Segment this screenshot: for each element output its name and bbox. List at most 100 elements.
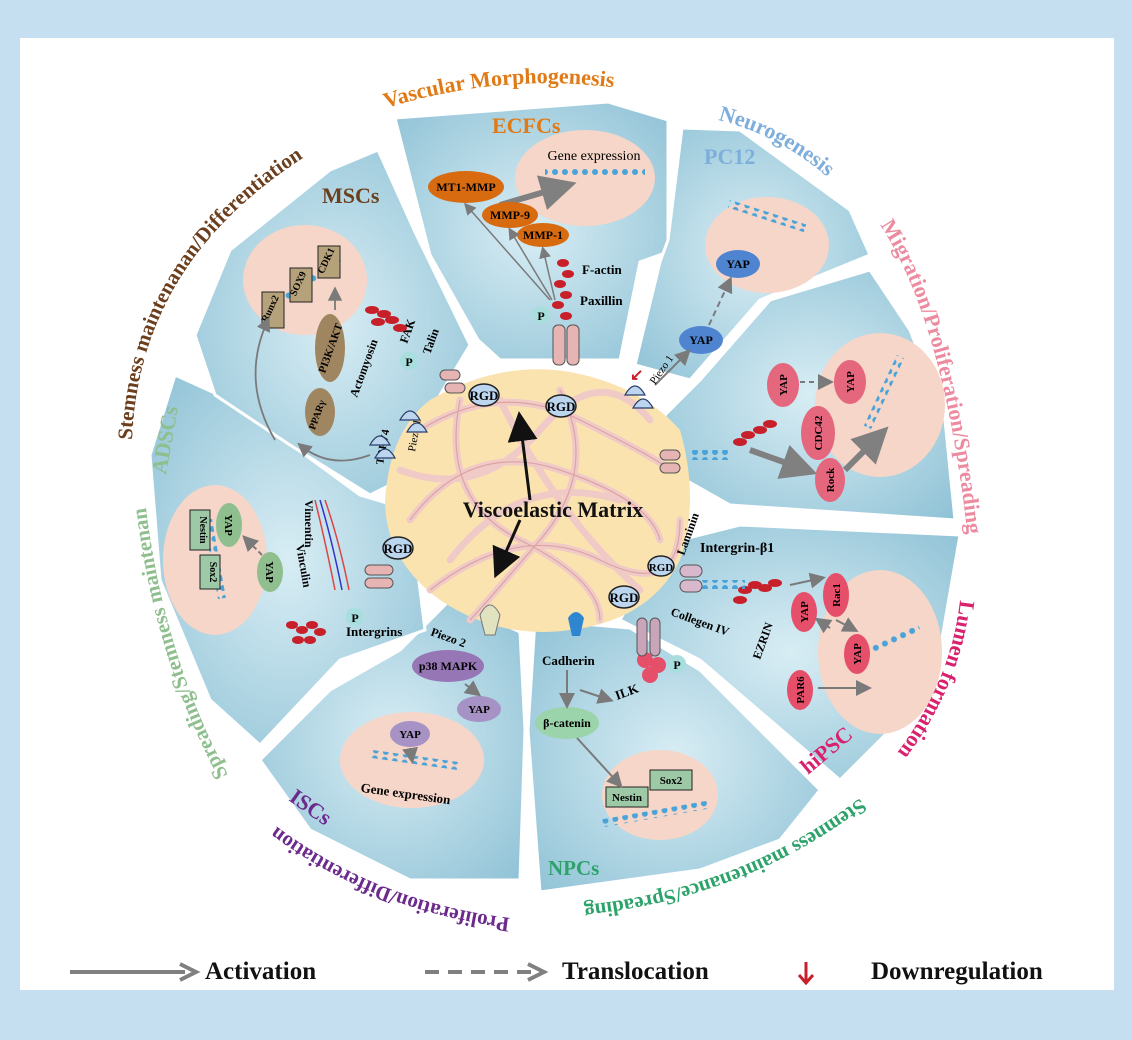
matrix-arrow-up [507,411,538,501]
svg-text:Sox2: Sox2 [207,562,218,583]
downregulation-mark: ↙ [630,367,643,384]
integrin-complex [637,652,666,683]
mmp9-node: MMP-9 [482,202,538,228]
svg-text:MT1-MMP: MT1-MMP [436,180,495,194]
activation-arrow [654,349,691,386]
svg-text:YAP: YAP [689,333,713,347]
p-badge: P [346,608,364,626]
sector-adscs [148,372,427,748]
nestin-box: Nestin [605,786,649,808]
integrin-receptor [659,449,681,461]
actin-filament [690,450,730,460]
vimentin-label: Vimentin [302,500,316,548]
svg-text:P: P [537,309,544,323]
svg-text:YAP: YAP [799,601,811,623]
svg-text:YAP: YAP [468,704,490,716]
integrin-receptor [649,617,661,657]
svg-text:MMP-9: MMP-9 [490,208,530,222]
ecfcs-name: ECFCs [492,113,561,138]
legend-downregulation-label: Downregulation [871,958,1043,985]
viscoelastic-matrix: Viscoelastic Matrix [385,369,690,632]
yap-node: YAP [791,592,817,632]
yap-node: YAP [834,360,866,404]
svg-text:MMP-1: MMP-1 [523,228,563,242]
matrix-title: Viscoelastic Matrix [463,497,644,522]
activation-arrow [499,175,577,211]
svg-text:YAP: YAP [845,371,857,393]
trpv4-channel [368,435,397,459]
svg-text:P: P [351,611,358,625]
adscs-group: ADSCs Nestin Sox2 YAP YAP Vimentin Vincu… [146,404,402,644]
runx2-box: Runx2 [260,291,285,329]
activation-arrow [814,617,833,634]
integrin-receptor [444,382,466,394]
dna-strand [600,800,710,828]
cdc42-node: CDC42 [801,406,835,460]
dna-strand [727,199,807,233]
integrin-receptor [659,462,681,474]
svg-text:P: P [673,658,680,672]
svg-text:p38 MAPK: p38 MAPK [419,659,478,673]
svg-text:Rac1: Rac1 [831,583,843,607]
svg-text:Sox2: Sox2 [660,775,683,787]
hipsc-nucleus [818,570,942,734]
integrin-b1-label: Intergrin-β1 [700,541,774,556]
activation-arrow [835,617,859,632]
piezo1-channel [398,410,429,433]
svg-text:CDC42: CDC42 [813,415,825,450]
yap-node: YAP [457,696,501,722]
activation-arrow [789,572,826,589]
f-actin-label: F-actin [582,262,622,277]
iscs-group: ISCs YAP Gene expression p38 MAPK YAP Pi… [285,604,501,830]
nestin-box: Nestin [189,509,211,551]
pc12-name: PC12 [704,144,755,169]
pparg-node: PPARγ [305,388,335,436]
dna-strand [863,354,905,430]
integrin-receptor [439,369,461,381]
vimentin-filaments [314,499,350,591]
svg-text:RGD: RGD [470,388,499,403]
actin-cluster [733,420,777,446]
dna-strand [545,167,645,175]
pc12-group: PC12 YAP YAP ↙ Piezo 1 [623,144,829,409]
svg-text:Nestin: Nestin [612,792,642,804]
integrin-receptor [364,577,394,589]
actin-cluster [365,306,407,332]
piezo1-channel [623,385,655,409]
p-badge: P [668,655,686,673]
actin-filament [700,580,745,589]
npcs-name: NPCs [548,856,599,880]
svg-text:PAR6: PAR6 [795,676,807,704]
integrins-label: Intergrins [346,624,402,639]
p-badge: P [400,352,418,370]
integrin-receptor [679,579,703,593]
legend-downregulation-arrow [797,962,815,986]
svg-text:β-catenin: β-catenin [543,716,591,730]
rgd-badge: RGD [647,555,675,577]
translocation-arrow [242,535,263,556]
cdk1-box: CDK1 [316,245,341,279]
svg-text:YAP: YAP [222,514,234,536]
legend-translocation-label: Translocation [562,958,709,985]
rgd-badge: RGD [382,536,414,560]
svg-text:YAP: YAP [852,643,864,665]
sox9-box: SOX9 [288,267,313,303]
npcs-group: NPCs Nestin Sox2 β-catenin Cadherin ILK … [535,612,718,880]
fibroblasts-group: YAP YAP CDC42 Rock [659,333,945,502]
activation-arrow [842,426,889,473]
svg-text:RGD: RGD [649,562,674,574]
beta-catenin-node: β-catenin [535,707,599,739]
svg-text:RGD: RGD [610,590,639,605]
activation-arrow [402,746,418,764]
yap-node: YAP [767,363,799,407]
mmp1-node: MMP-1 [517,223,569,247]
activation-arrow [579,688,614,704]
svg-text:YAP: YAP [778,374,790,396]
svg-text:P: P [405,355,412,369]
yap-node: YAP [257,552,283,592]
rgd-badge: RGD [468,383,500,407]
integrin-receptor [636,617,648,657]
cadherin-receptor [568,612,584,636]
svg-text:Rock: Rock [825,467,837,492]
